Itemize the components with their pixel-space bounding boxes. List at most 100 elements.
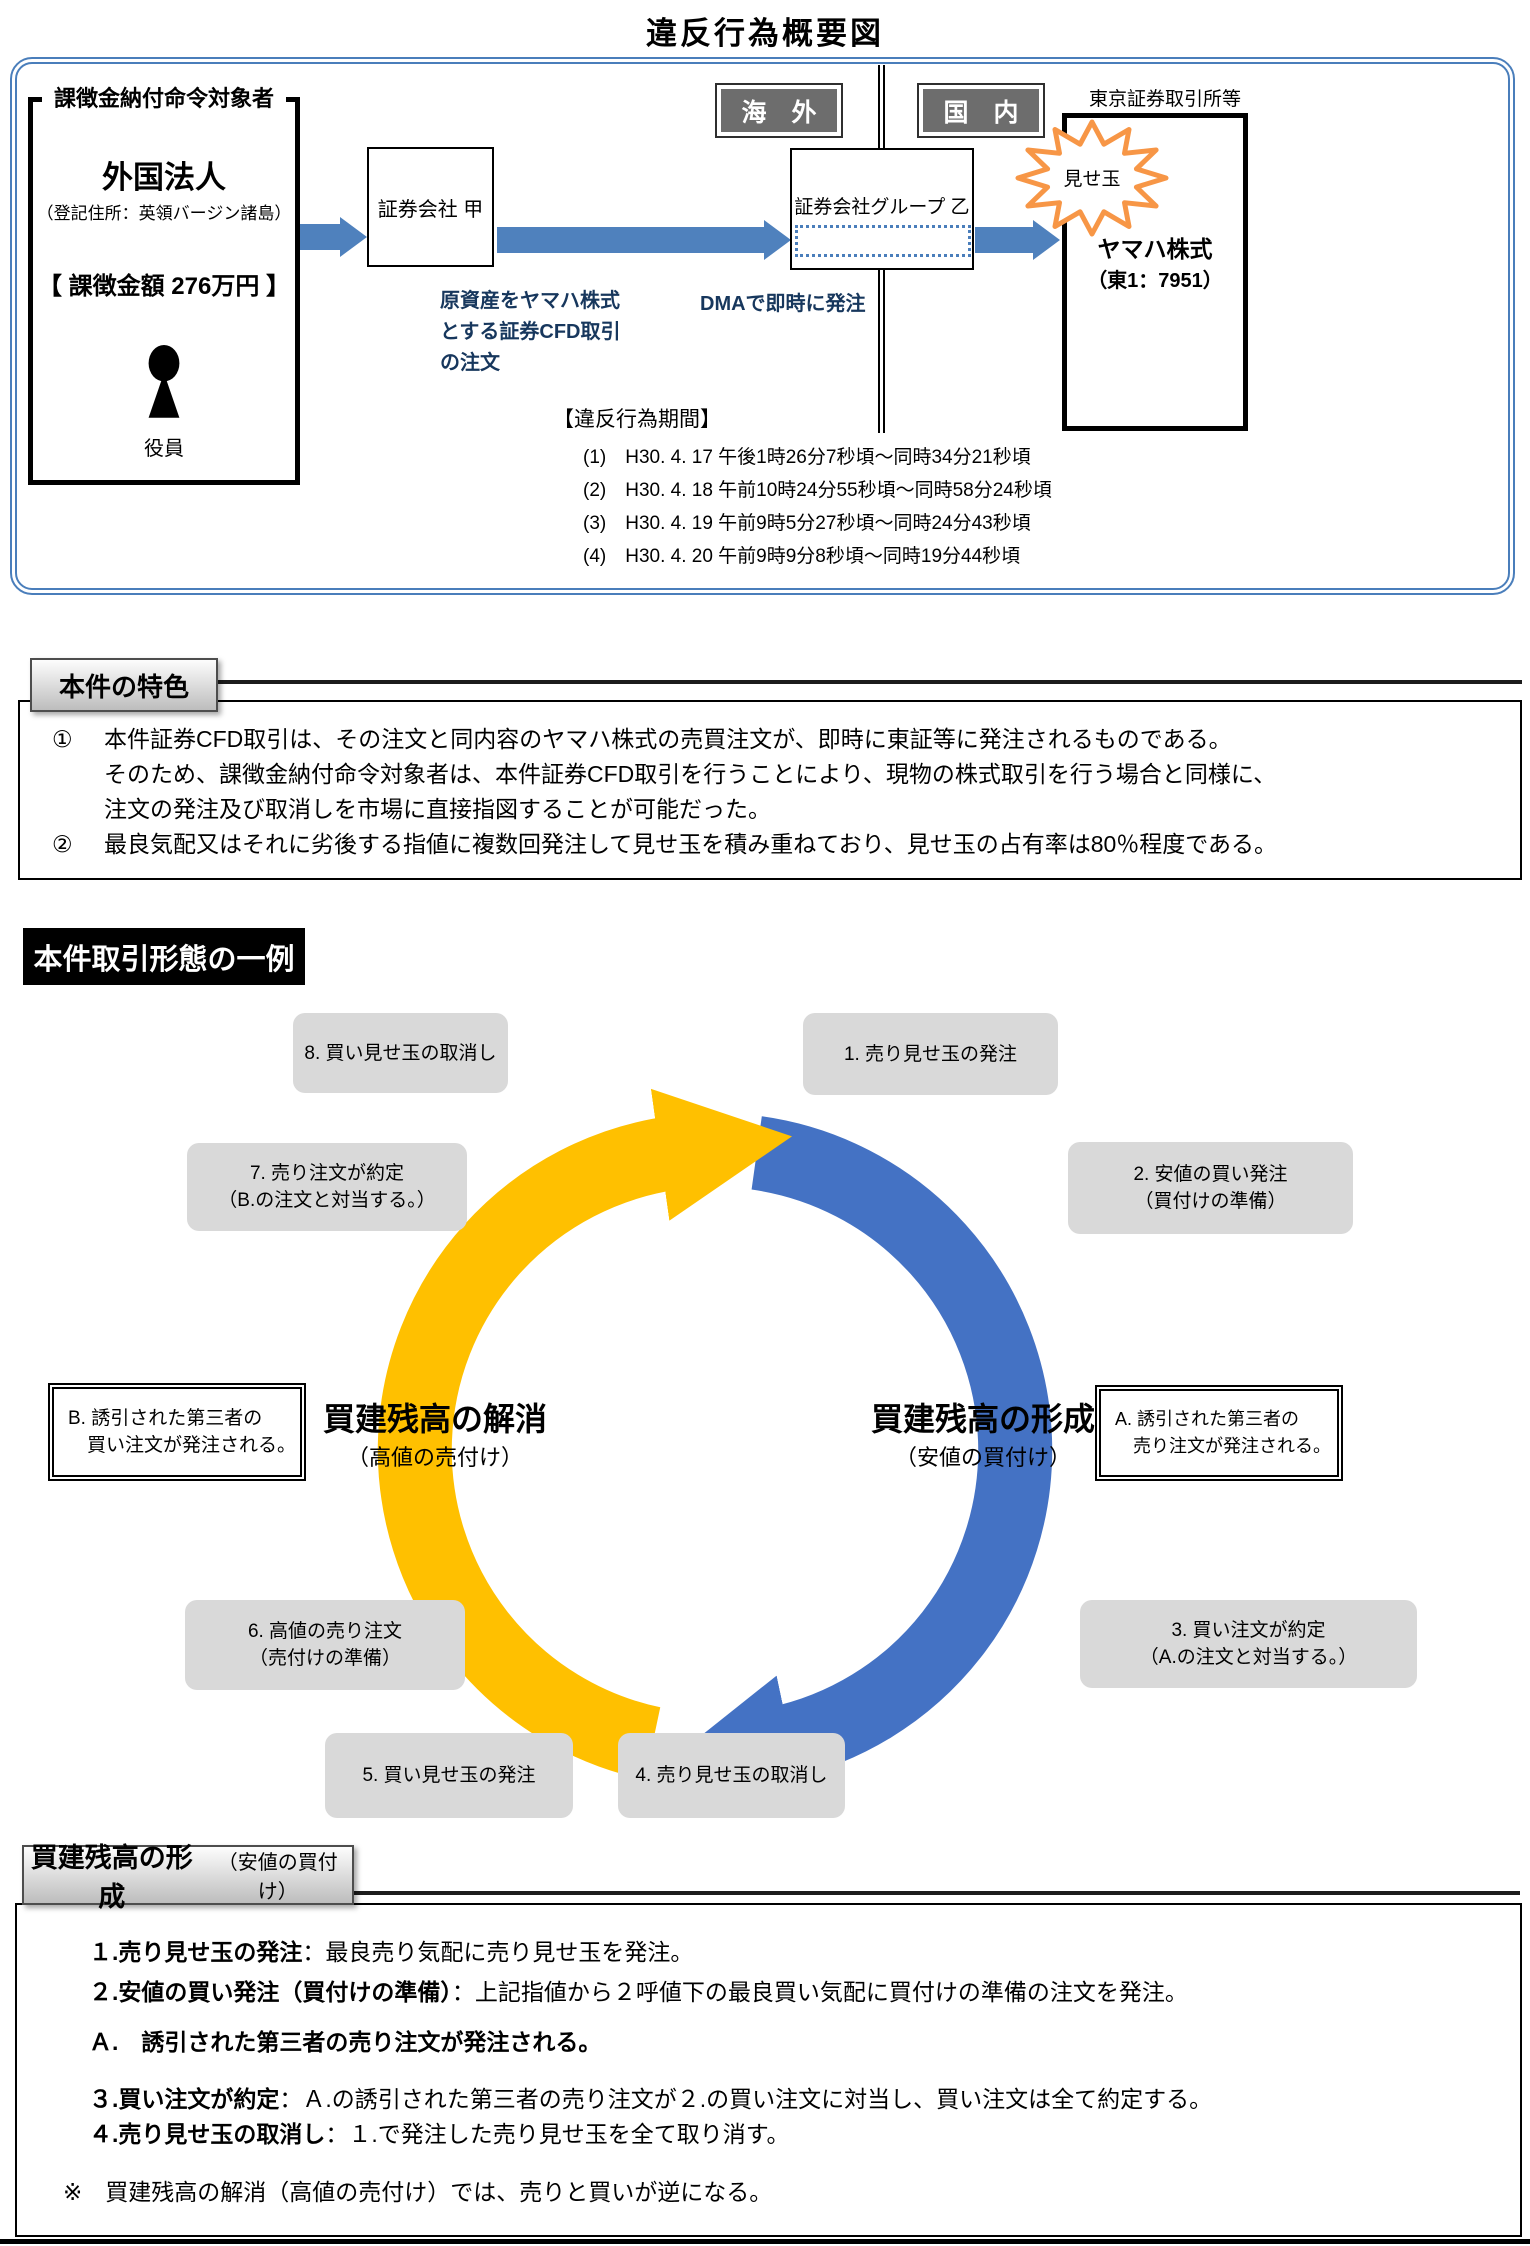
detail-heading-sub: （安値の買付け） [217,1852,338,1903]
violation-period-item: (1) H30. 4. 17 午後1時26分7秒頃～同時34分21秒頃 [583,447,1031,468]
cycle-step-6-line1: 6. 高値の売り注文 [247,1621,403,1642]
feature-item-1-line1: 本件証券CFD取引は、その注文と同内容のヤマハ株式の売買注文が、即時に東証等に発… [104,726,1232,752]
violation-period-item: (2) H30. 4. 18 午前10時24分55秒頃～同時58分24秒頃 [583,480,1052,501]
penalty-amount: 【 課徴金額 276万円 】 [37,273,291,300]
violation-period-item: (4) H30. 4. 20 午前9時9分8秒頃～同時19分44秒頃 [583,546,1021,567]
clockwise-arc-right-blue [660,1116,1053,1806]
violation-period-heading: 【違反行為期間】 [553,408,721,431]
detail-step-2: ２.安値の買い発注（買付けの準備）：上記指値から２呼値下の最良買い気配に買付けの… [89,1977,1500,2007]
cfd-order-caption-line2: とする証券CFD取引 [440,321,621,343]
subject-box-title: 課徴金納付命令対象者 [42,81,286,113]
detail-step-1-label: １.売り見せ玉の発注 [89,1939,303,1965]
cfd-order-caption-line1: 原資産をヤマハ株式 [440,290,620,312]
cycle-step-7: 7. 売り注文が約定 （B.の注文と対当する。） [187,1143,467,1231]
violation-period-item: (3) H30. 4. 19 午前9時5分27秒頃～同時24分43秒頃 [583,513,1031,534]
misedama-label: 見せ玉 [1063,169,1120,190]
cycle-step-2-line2: （買付けの準備） [1134,1191,1287,1212]
overseas-zone-tag: 海 外 [715,83,843,138]
clockwise-arc-left-yellow [377,1088,793,1780]
cycle-box-A: A. 誘引された第三者の 売り注文が発注される。 [1095,1385,1343,1481]
exchange-label: 東京証券取引所等 [1088,89,1241,110]
detail-heading-main: 買建残高の形成 [30,1843,193,1912]
cycle-step-1: 1. 売り見せ玉の発注 [803,1013,1058,1095]
cycle-right-subtitle: （安値の買付け） [894,1445,1071,1470]
detail-step-4-desc: ：１.で発注した売り見せ玉を全て取り消す。 [325,2121,790,2147]
detail-rule [22,1891,1520,1895]
cycle-step-2-line1: 2. 安値の買い発注 [1133,1164,1288,1185]
detail-step-2-desc: ：上記指値から２呼値下の最良買い気配に買付けの準備の注文を発注。 [451,1979,1188,2005]
cycle-step-7-line2: （B.の注文と対当する。） [218,1190,436,1211]
cycle-arrows [377,1088,1053,1806]
feature-item-2-line1: 最良気配又はそれに劣後する指値に複数回発注して見せ玉を積み重ねており、見せ玉の占… [104,831,1278,857]
cycle-step-6-line2: （売付けの準備） [248,1648,401,1669]
cycle-box-A-line2: 売り注文が発注される。 [1115,1436,1331,1456]
cycle-step-6: 6. 高値の売り注文 （売付けの準備） [185,1600,465,1690]
feature-item-2: ② 最良気配又はそれに劣後する指値に複数回発注して見せ玉を積み重ねており、見せ玉… [52,827,1510,862]
domestic-zone-tag: 国 内 [917,83,1045,138]
detail-box: １.売り見せ玉の発注：最良売り気配に売り見せ玉を発注。 ２.安値の買い発注（買付… [15,1903,1522,2237]
cfd-order-caption: 原資産をヤマハ株式 とする証券CFD取引 の注文 [440,286,680,379]
features-box: ① 本件証券CFD取引は、その注文と同内容のヤマハ株式の売買注文が、即時に東証等… [18,700,1522,880]
stock-name: ヤマハ株式 [1097,236,1213,262]
page-bottom-rule [0,2239,1530,2244]
features-heading: 本件の特色 [30,658,218,712]
cycle-left-caption: 買建残高の解消 （高値の売付け） [300,1400,570,1472]
cycle-left-title: 買建残高の解消 [322,1401,547,1437]
cycle-step-2: 2. 安値の買い発注 （買付けの準備） [1068,1142,1353,1234]
feature-item-1-line3: 注文の発注及び取消しを市場に直接指図することが可能だった。 [104,796,771,822]
detail-note: ※ 買建残高の解消（高値の売付け）では、売りと買いが逆になる。 [63,2179,773,2205]
feature-item-1: ① 本件証券CFD取引は、その注文と同内容のヤマハ株式の売買注文が、即時に東証等… [52,722,1510,827]
cycle-step-5-label: 5. 買い見せ玉の発注 [362,1765,536,1786]
detail-step-4: ４.売り見せ玉の取消し：１.で発注した売り見せ玉を全て取り消す。 [89,2119,1500,2149]
cycle-step-4-label: 4. 売り見せ玉の取消し [635,1765,828,1786]
stock-code: （東1：7951） [1087,270,1223,292]
cycle-step-3: 3. 買い注文が約定 （A.の注文と対当する。） [1080,1600,1417,1688]
subject-address: （登記住所：英領バージン諸島） [36,204,292,223]
feature-item-2-marker: ② [52,831,73,857]
overview-frame [10,57,1515,595]
detail-step-2-label: ２.安値の買い発注（買付けの準備） [89,1979,452,2005]
detail-step-4-label: ４.売り見せ玉の取消し [89,2121,326,2147]
cycle-left-subtitle: （高値の売付け） [346,1445,523,1470]
feature-item-1-marker: ① [52,726,73,752]
dma-caption: DMAで即時に発注 [700,293,866,315]
feature-item-1-text: 本件証券CFD取引は、その注文と同内容のヤマハ株式の売買注文が、即時に東証等に発… [104,722,1276,827]
detail-step-1: １.売り見せ玉の発注：最良売り気配に売り見せ玉を発注。 [89,1937,1500,1967]
cycle-step-8-label: 8. 買い見せ玉の取消し [304,1042,497,1064]
subject-box [28,97,300,485]
cycle-step-3-line1: 3. 買い注文が約定 [1171,1620,1326,1641]
dma-passthrough-dotted-box [795,225,971,257]
cycle-step-1-label: 1. 売り見せ玉の発注 [843,1043,1018,1065]
broker-a-box: 証券会社 甲 [367,147,494,267]
cycle-step-7-line1: 7. 売り注文が約定 [249,1163,405,1184]
cycle-box-B-line2: 買い注文が発注される。 [68,1435,297,1456]
cycle-right-title: 買建残高の形成 [870,1401,1095,1437]
cycle-step-8: 8. 買い見せ玉の取消し [293,1013,508,1093]
violation-period-list: (1) H30. 4. 17 午後1時26分7秒頃～同時34分21秒頃 (2) … [583,441,1243,573]
detail-step-1-desc: ：最良売り気配に売り見せ玉を発注。 [302,1939,694,1965]
feature-item-2-text: 最良気配又はそれに劣後する指値に複数回発注して見せ玉を積み重ねており、見せ玉の占… [104,827,1277,862]
detail-step-3: ３.買い注文が約定：Ａ.の誘引された第三者の売り注文が２.の買い注文に対当し、買… [89,2084,1500,2114]
person-role-label: 役員 [144,438,184,460]
cycle-step-5: 5. 買い見せ玉の発注 [325,1733,573,1818]
person-icon [148,345,180,418]
feature-item-1-line2: そのため、課徴金納付命令対象者は、本件証券CFD取引を行うことにより、現物の株式… [104,761,1277,787]
cycle-box-B: B. 誘引された第三者の 買い注文が発注される。 [48,1383,306,1481]
broker-b-box: 証券会社グループ 乙 [790,148,974,270]
cycle-step-4: 4. 売り見せ玉の取消し [618,1733,845,1818]
misedama-starburst: 見せ玉 [1015,119,1169,237]
subject-name: 外国法人 [102,160,226,195]
cycle-section-heading: 本件取引形態の一例 [23,928,305,985]
detail-step-A-label: Ａ. 誘引された第三者の売り注文が発注される。 [89,2029,602,2055]
detail-heading: 買建残高の形成 （安値の買付け） [22,1843,354,1912]
cycle-step-3-line2: （A.の注文と対当する。） [1139,1647,1358,1668]
detail-step-3-label: ３.買い注文が約定 [89,2086,280,2112]
cycle-right-caption: 買建残高の形成 （安値の買付け） [858,1400,1108,1472]
cycle-box-A-line1: A. 誘引された第三者の [1115,1409,1300,1429]
detail-step-A: Ａ. 誘引された第三者の売り注文が発注される。 [89,2027,1500,2057]
detail-step-3-desc: ：Ａ.の誘引された第三者の売り注文が２.の買い注文に対当し、買い注文は全て約定す… [279,2086,1213,2112]
page-title: 違反行為概要図 [646,16,884,51]
cfd-order-caption-line3: の注文 [440,352,500,374]
cycle-box-B-line1: B. 誘引された第三者の [68,1408,263,1429]
